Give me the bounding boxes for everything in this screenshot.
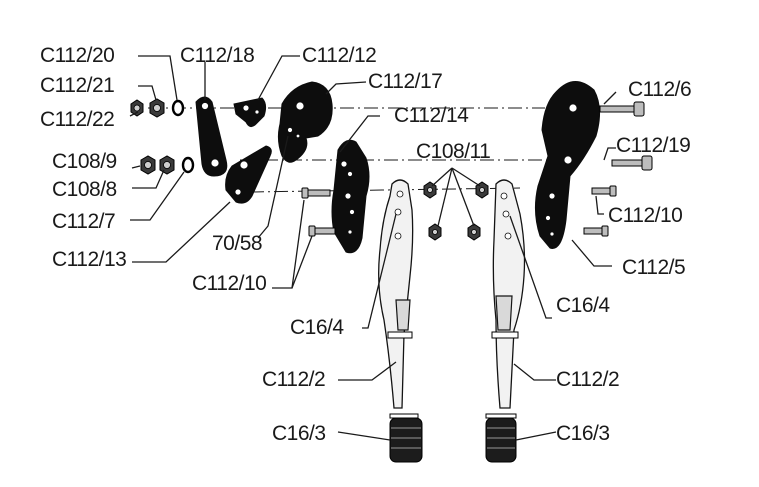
lower-fastener-stack xyxy=(140,155,195,175)
label-c16-4-left: C16/4 xyxy=(290,316,344,339)
label-c112-14: C112/14 xyxy=(394,104,469,127)
label-c112-10-left: C112/10 xyxy=(192,272,266,295)
label-c112-21: C112/21 xyxy=(40,74,114,97)
right-handle-c112-2 xyxy=(485,179,526,419)
label-c112-22: C112/22 xyxy=(40,108,114,131)
label-c112-6: C112/6 xyxy=(628,78,691,101)
bolt-c112-19 xyxy=(611,155,653,171)
jaw-piece-c112-12 xyxy=(233,97,267,128)
nut-bore xyxy=(144,161,152,169)
plate-c112-13 xyxy=(225,145,272,204)
part-labels: C112/20 C112/18 C112/12 C112/21 C112/17 … xyxy=(40,44,692,445)
label-c112-20: C112/20 xyxy=(40,44,114,67)
washer-c112-20 xyxy=(171,99,185,117)
nut-bore xyxy=(153,104,161,112)
nut-bore xyxy=(163,161,171,169)
nuts-c108-11 xyxy=(423,181,489,241)
label-c112-18: C112/18 xyxy=(180,44,254,67)
label-c112-7: C112/7 xyxy=(52,210,115,233)
left-grip-c16-3 xyxy=(389,417,423,463)
label-c16-3-left: C16/3 xyxy=(272,422,326,445)
label-c112-5: C112/5 xyxy=(622,256,685,279)
side-plate-c112-14 xyxy=(331,139,370,254)
label-c16-4-right: C16/4 xyxy=(556,294,610,317)
label-c112-17: C112/17 xyxy=(368,70,442,93)
right-grip-c16-3 xyxy=(485,417,517,463)
label-c16-3-right: C16/3 xyxy=(556,422,610,445)
blade-c112-17 xyxy=(277,81,333,163)
bolt-c112-6 xyxy=(599,101,645,117)
blade-c112-5 xyxy=(534,81,600,249)
label-c112-19: C112/19 xyxy=(616,134,690,157)
label-c112-12: C112/12 xyxy=(302,44,376,67)
washer-c112-7 xyxy=(181,156,195,174)
label-c112-2-right: C112/2 xyxy=(556,368,619,391)
nut-bore xyxy=(133,104,141,112)
left-handle-c112-2 xyxy=(378,179,419,419)
axis-line-lower xyxy=(249,187,521,193)
label-c112-13: C112/13 xyxy=(52,248,126,271)
label-c108-8: C108/8 xyxy=(52,178,117,201)
leader-lines xyxy=(129,55,617,441)
label-70-58: 70/58 xyxy=(212,232,262,255)
label-c112-10-right: C112/10 xyxy=(608,204,682,227)
left-screws-c112-10 xyxy=(301,187,336,237)
label-c108-9: C108/9 xyxy=(52,150,117,173)
label-c112-2-left: C112/2 xyxy=(262,368,325,391)
link-bar-c112-18 xyxy=(195,96,228,177)
top-fastener-stack xyxy=(130,98,185,118)
label-c108-11: C108/11 xyxy=(416,140,490,163)
screws-c112-10-right xyxy=(583,185,617,237)
